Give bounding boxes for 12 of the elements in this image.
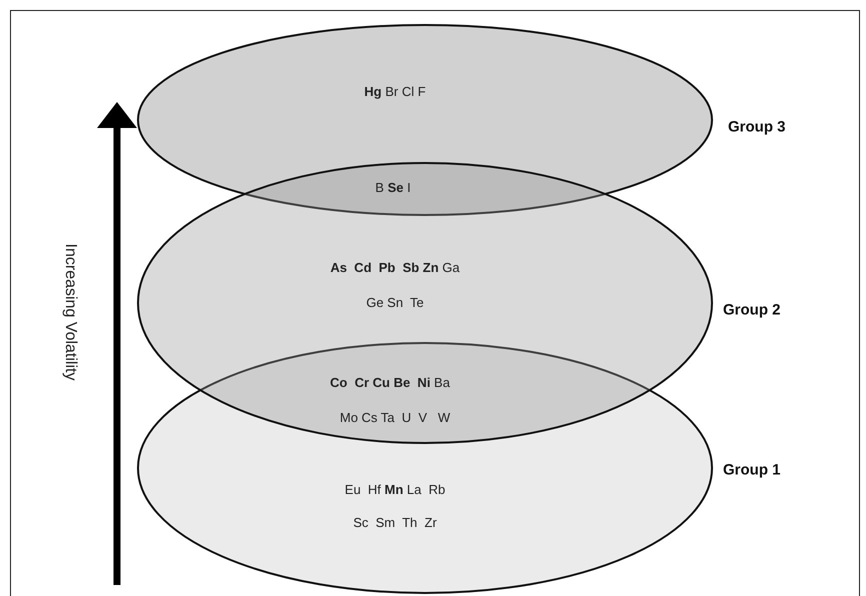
element-symbols: Sc Sm Th Zr [353, 515, 437, 531]
element-symbols: Eu Hf Mn La Rb [344, 482, 446, 498]
element-symbols: Ge Sn Te [366, 295, 424, 311]
element-symbols: Mo Cs Ta U V W [340, 410, 450, 426]
element-symbols: Co Cr Cu Be Ni Ba [330, 375, 450, 391]
element-symbols: Hg Br Cl F [364, 84, 426, 100]
group-label: Group 2 [723, 302, 781, 318]
group-label: Group 3 [728, 118, 786, 136]
group-label: Group 1 [723, 462, 781, 478]
axis-label: Increasing Volatility [61, 244, 79, 380]
element-symbols: As Cd Pb Sb Zn Ga [330, 260, 460, 276]
element-symbols: B Se I [375, 180, 411, 196]
